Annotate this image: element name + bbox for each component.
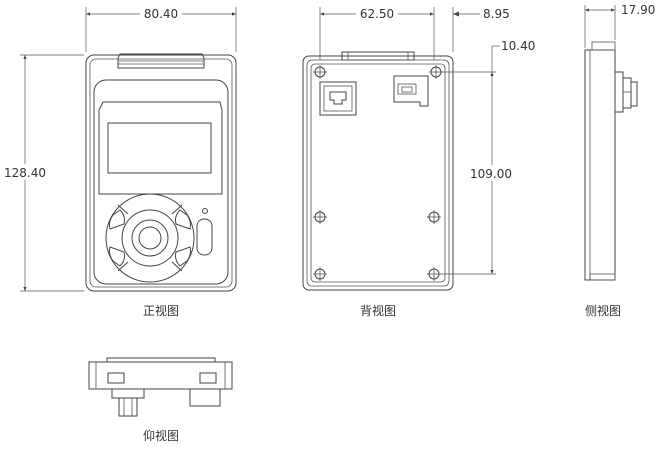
key-down-right xyxy=(175,246,192,267)
bottom-body-outline xyxy=(88,361,233,390)
caption-front: 正视图 xyxy=(143,303,179,318)
front-dimensions: 80.40 128.40 xyxy=(2,6,237,292)
dim-side-depth: 17.90 xyxy=(621,3,655,17)
side-body-outline xyxy=(584,49,616,281)
bottom-rj45 xyxy=(111,388,145,417)
front-top-connector xyxy=(117,53,205,69)
key-up-right xyxy=(175,209,192,230)
bottom-view xyxy=(88,357,233,417)
display-bezel xyxy=(98,101,223,195)
dim-back-hole-spacing-x: 62.50 xyxy=(360,7,394,21)
caption-side: 侧视图 xyxy=(585,303,621,318)
dim-back-hole-offset-x: 8.95 xyxy=(483,7,510,21)
side-view xyxy=(584,41,638,281)
front-body-outline xyxy=(85,54,237,292)
front-view xyxy=(85,53,237,292)
rj45-port xyxy=(319,81,357,116)
back-dimensions: 62.50 8.95 10.40 109.00 xyxy=(319,6,535,275)
side-dimensions: 17.90 xyxy=(584,3,655,48)
display-screen xyxy=(107,122,212,174)
key-down-left xyxy=(108,246,125,267)
hole-mid-left xyxy=(313,210,327,224)
bottom-usb xyxy=(189,388,221,407)
hole-bottom-right xyxy=(427,267,441,281)
bottom-top-lip xyxy=(106,357,216,363)
front-face-panel xyxy=(93,79,229,285)
keypad xyxy=(105,193,195,283)
key-up-left xyxy=(108,209,125,230)
dim-back-hole-offset-y: 10.40 xyxy=(501,39,535,53)
dim-front-width: 80.40 xyxy=(144,7,178,21)
caption-bottom: 仰视图 xyxy=(143,428,179,443)
back-body-outline xyxy=(302,55,454,291)
mounting-holes xyxy=(313,65,443,281)
dim-front-height: 128.40 xyxy=(4,166,46,180)
hole-mid-right xyxy=(427,210,441,224)
usb-port xyxy=(393,75,429,107)
back-view xyxy=(302,51,454,291)
caption-back: 背视图 xyxy=(360,303,396,318)
side-key xyxy=(196,218,213,256)
dim-back-hole-spacing-y: 109.00 xyxy=(470,167,512,181)
status-led xyxy=(202,208,208,214)
hole-top-left xyxy=(313,65,327,79)
hole-bottom-left xyxy=(313,267,327,281)
